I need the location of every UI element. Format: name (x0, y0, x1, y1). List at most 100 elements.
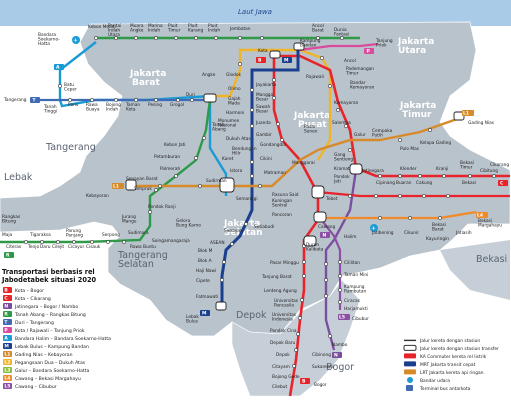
svg-text:Cililitan: Cililitan (344, 260, 360, 266)
svg-text:Kranji: Kranji (436, 166, 448, 172)
svg-text:Fatmawati: Fatmawati (196, 294, 218, 300)
svg-text:Sudimara: Sudimara (128, 230, 149, 236)
svg-text:Taman Mini: Taman Mini (343, 272, 368, 278)
legend-route-text: Gading Nias – Kebayoran (15, 352, 73, 358)
svg-text:Cilebut: Cilebut (272, 384, 287, 390)
svg-text:Cikini: Cikini (260, 156, 272, 162)
svg-text:Gondangdia: Gondangdia (260, 142, 286, 148)
legend-route-code: T (4, 319, 8, 325)
svg-text:Gading Nias: Gading Nias (468, 120, 495, 126)
land-bekasi-strip (440, 240, 510, 300)
svg-text:C: C (500, 181, 504, 187)
svg-text:Pancoran: Pancoran (272, 212, 292, 218)
region-depok: Depok (236, 310, 267, 321)
line-lrt-l1 (130, 116, 461, 188)
svg-text:Daru: Daru (40, 244, 51, 250)
svg-text:Buaran: Buaran (396, 180, 412, 186)
legend-route-code: L3 (4, 367, 10, 373)
svg-text:Jatiasih: Jatiasih (455, 230, 472, 236)
legend-key-mark (404, 369, 416, 375)
legend-key-text: KA Commuter kereta rel listrik (420, 354, 487, 360)
line-purple (324, 169, 358, 351)
svg-text:Cisauk: Cisauk (86, 244, 101, 250)
svg-text:Pondok Ranji: Pondok Ranji (148, 204, 176, 210)
line-mrt (220, 46, 300, 306)
svg-text:Galur: Galur (354, 132, 366, 138)
svg-text:Gambir: Gambir (256, 132, 272, 138)
svg-text:T: T (33, 98, 37, 104)
legend-route-text: Kota / Rajawali – Tanjung Priok (15, 328, 85, 334)
legend-key-mark (404, 361, 416, 367)
svg-text:Cilejit: Cilejit (52, 244, 64, 250)
legend-route-badge (3, 343, 12, 349)
svg-text:Duri: Duri (186, 92, 195, 98)
legend-key-text: Jalur kereta dengan stasiun transfer (419, 346, 499, 352)
svg-text:Kemayoran: Kemayoran (334, 100, 359, 106)
legend-route-text: Jatinegara – Bogor / Nambo (14, 304, 78, 310)
svg-text:Kota: Kota (258, 48, 268, 54)
svg-text:N: N (323, 233, 327, 239)
svg-text:Rawa Buntu: Rawa Buntu (130, 244, 156, 250)
svg-text:Blok A: Blok A (198, 258, 212, 264)
svg-text:Senayan Barat: Senayan Barat (126, 176, 158, 182)
svg-text:Sudirman: Sudirman (206, 178, 227, 184)
legend-route-text: Bandara Halim – Bandara Soekarno-Hatta (15, 336, 111, 342)
svg-text:Cawang: Cawang (318, 224, 336, 230)
legend-route-text: Cawang – Cibubur (15, 384, 57, 390)
line-lrt-cibubur (319, 217, 342, 310)
svg-text:Lenteng Agung: Lenteng Agung (264, 288, 297, 294)
svg-text:Tebet: Tebet (325, 196, 338, 202)
svg-text:Blok M: Blok M (198, 248, 213, 254)
legend-route-text: Kota – Bogor (15, 288, 44, 294)
svg-text:Pulo Mas: Pulo Mas (400, 146, 420, 152)
legend-key-text: Jalur kereta dengan stasiun (419, 338, 480, 344)
svg-text:R: R (6, 253, 10, 259)
svg-text:A: A (56, 65, 60, 71)
svg-text:Petamburan: Petamburan (154, 154, 180, 160)
land-lower (231, 279, 361, 397)
svg-text:L4: L4 (477, 213, 483, 219)
svg-text:Bekasi: Bekasi (462, 180, 476, 186)
svg-text:Senayan: Senayan (224, 228, 243, 234)
svg-text:Cibinong: Cibinong (312, 352, 331, 358)
svg-text:Tanjung Barat: Tanjung Barat (261, 274, 292, 280)
sea-label: Laut Jawa (238, 8, 272, 16)
legend-key-text: LRT Jakarta kereta api ringan (420, 370, 484, 376)
legend-key-mark (406, 385, 413, 391)
svg-text:Angke: Angke (202, 72, 216, 78)
svg-text:Karet: Karet (222, 156, 234, 162)
svg-text:Harmoni: Harmoni (226, 110, 244, 116)
legend-route-badge (3, 351, 12, 357)
svg-text:M: M (202, 311, 207, 317)
legend-route-code: B (4, 287, 8, 293)
legend-route-badge (3, 383, 12, 389)
svg-text:Pesing: Pesing (148, 102, 162, 108)
svg-text:Rajawali: Rajawali (306, 74, 324, 80)
region-bekasi: Bekasi (476, 254, 507, 265)
svg-text:Palmerah: Palmerah (160, 166, 180, 172)
svg-text:Manggarai: Manggarai (292, 160, 315, 166)
legend-route-text: Lebak Bulus – Kampung Bandan (15, 344, 89, 350)
route-badges: A T B M P L1 L1 R N L5 L4 B N M C (4, 48, 508, 385)
svg-text:Soingamangaraja: Soingamangaraja (152, 238, 190, 244)
